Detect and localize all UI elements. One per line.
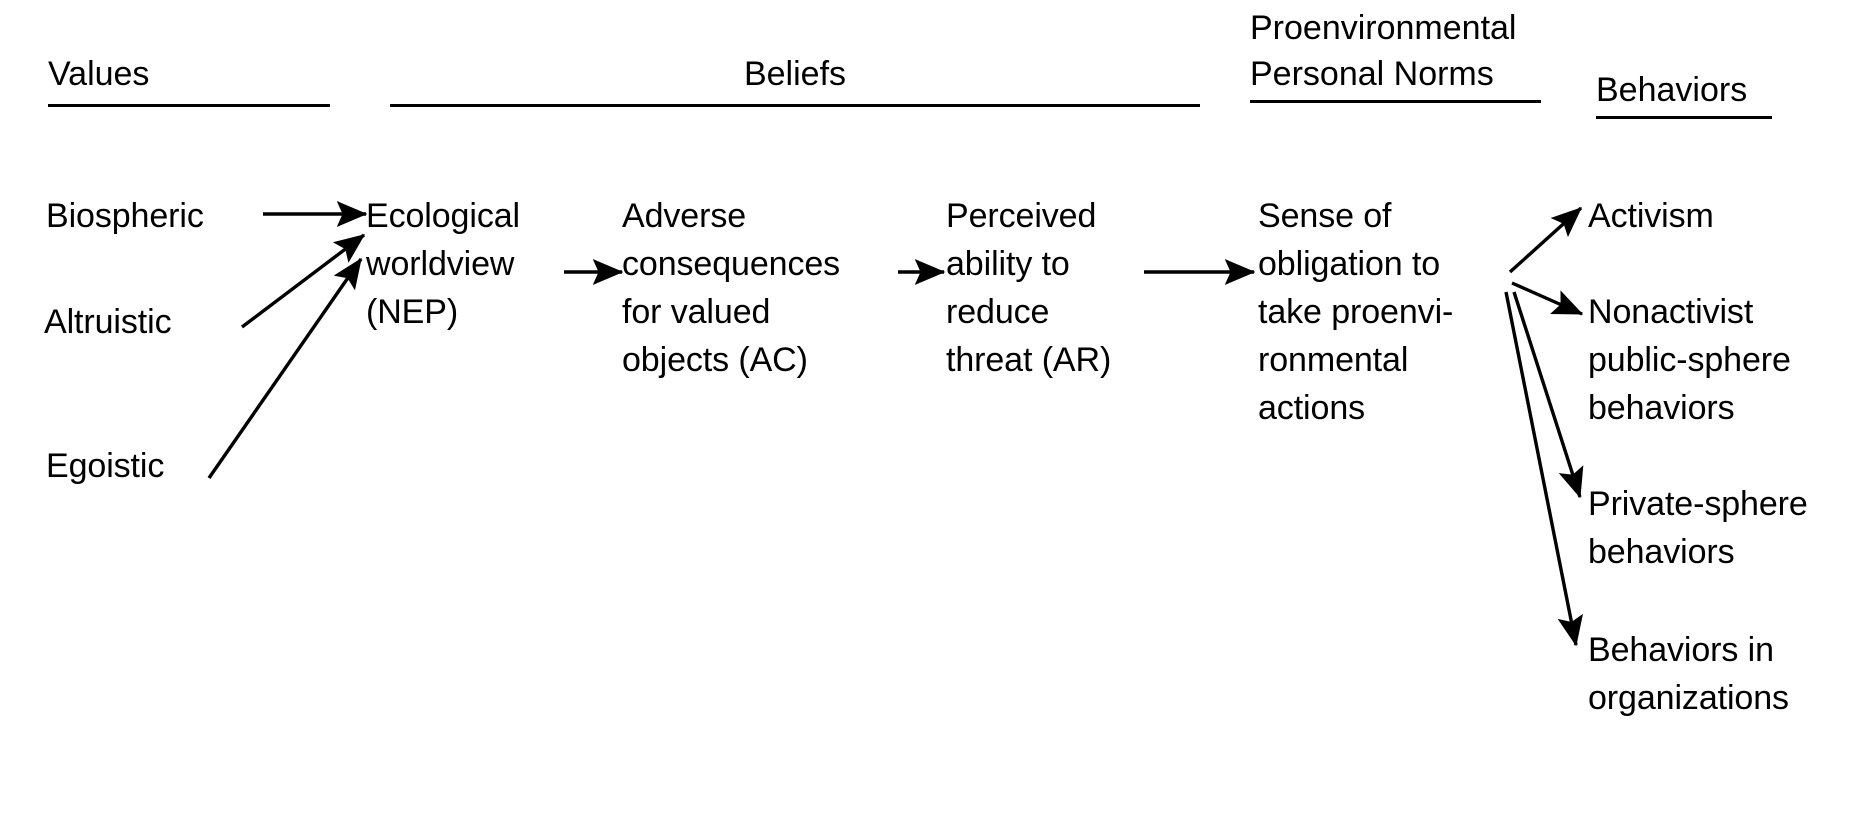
edge-norms-to-organizations (1504, 291, 1583, 647)
header-norms-line1: Proenvironmental (1250, 9, 1517, 47)
belief-node-ac: Adverse consequences for valued objects … (622, 197, 841, 379)
value-node-biospheric: Biospheric (46, 197, 204, 235)
edge-norms-to-nonactivist (1511, 281, 1584, 316)
header-values: Values (48, 55, 150, 93)
header-behaviors: Behaviors (1596, 71, 1748, 109)
value-node-altruistic: Altruistic (44, 303, 172, 341)
belief-node-nep: Ecological worldview (NEP) (366, 197, 520, 331)
edge-altruistic-to-nep (240, 233, 366, 329)
value-node-egoistic: Egoistic (46, 447, 165, 485)
belief-node-ar: Perceived ability to reduce threat (AR) (946, 197, 1112, 379)
header-beliefs: Beliefs (743, 55, 847, 93)
behavior-node-private-sphere: Private-sphere behaviors (1588, 485, 1808, 571)
header-values-underline (48, 104, 330, 107)
behavior-node-organizations: Behaviors in organizations (1588, 631, 1789, 717)
header-beliefs-underline (390, 104, 1200, 107)
edge-norms-to-private-sphere (1512, 291, 1584, 499)
norm-node-obligation: Sense of obligation to take proenvi- ron… (1258, 197, 1454, 427)
header-behaviors-underline (1596, 116, 1772, 119)
behavior-node-activism: Activism (1588, 197, 1714, 235)
edge-egoistic-to-nep (207, 257, 363, 479)
header-norms-line2: Personal Norms (1250, 55, 1494, 93)
behavior-node-nonactivist: Nonactivist public-sphere behaviors (1588, 293, 1791, 427)
edge-norms-to-activism (1508, 206, 1583, 274)
header-norms-underline (1250, 100, 1541, 103)
